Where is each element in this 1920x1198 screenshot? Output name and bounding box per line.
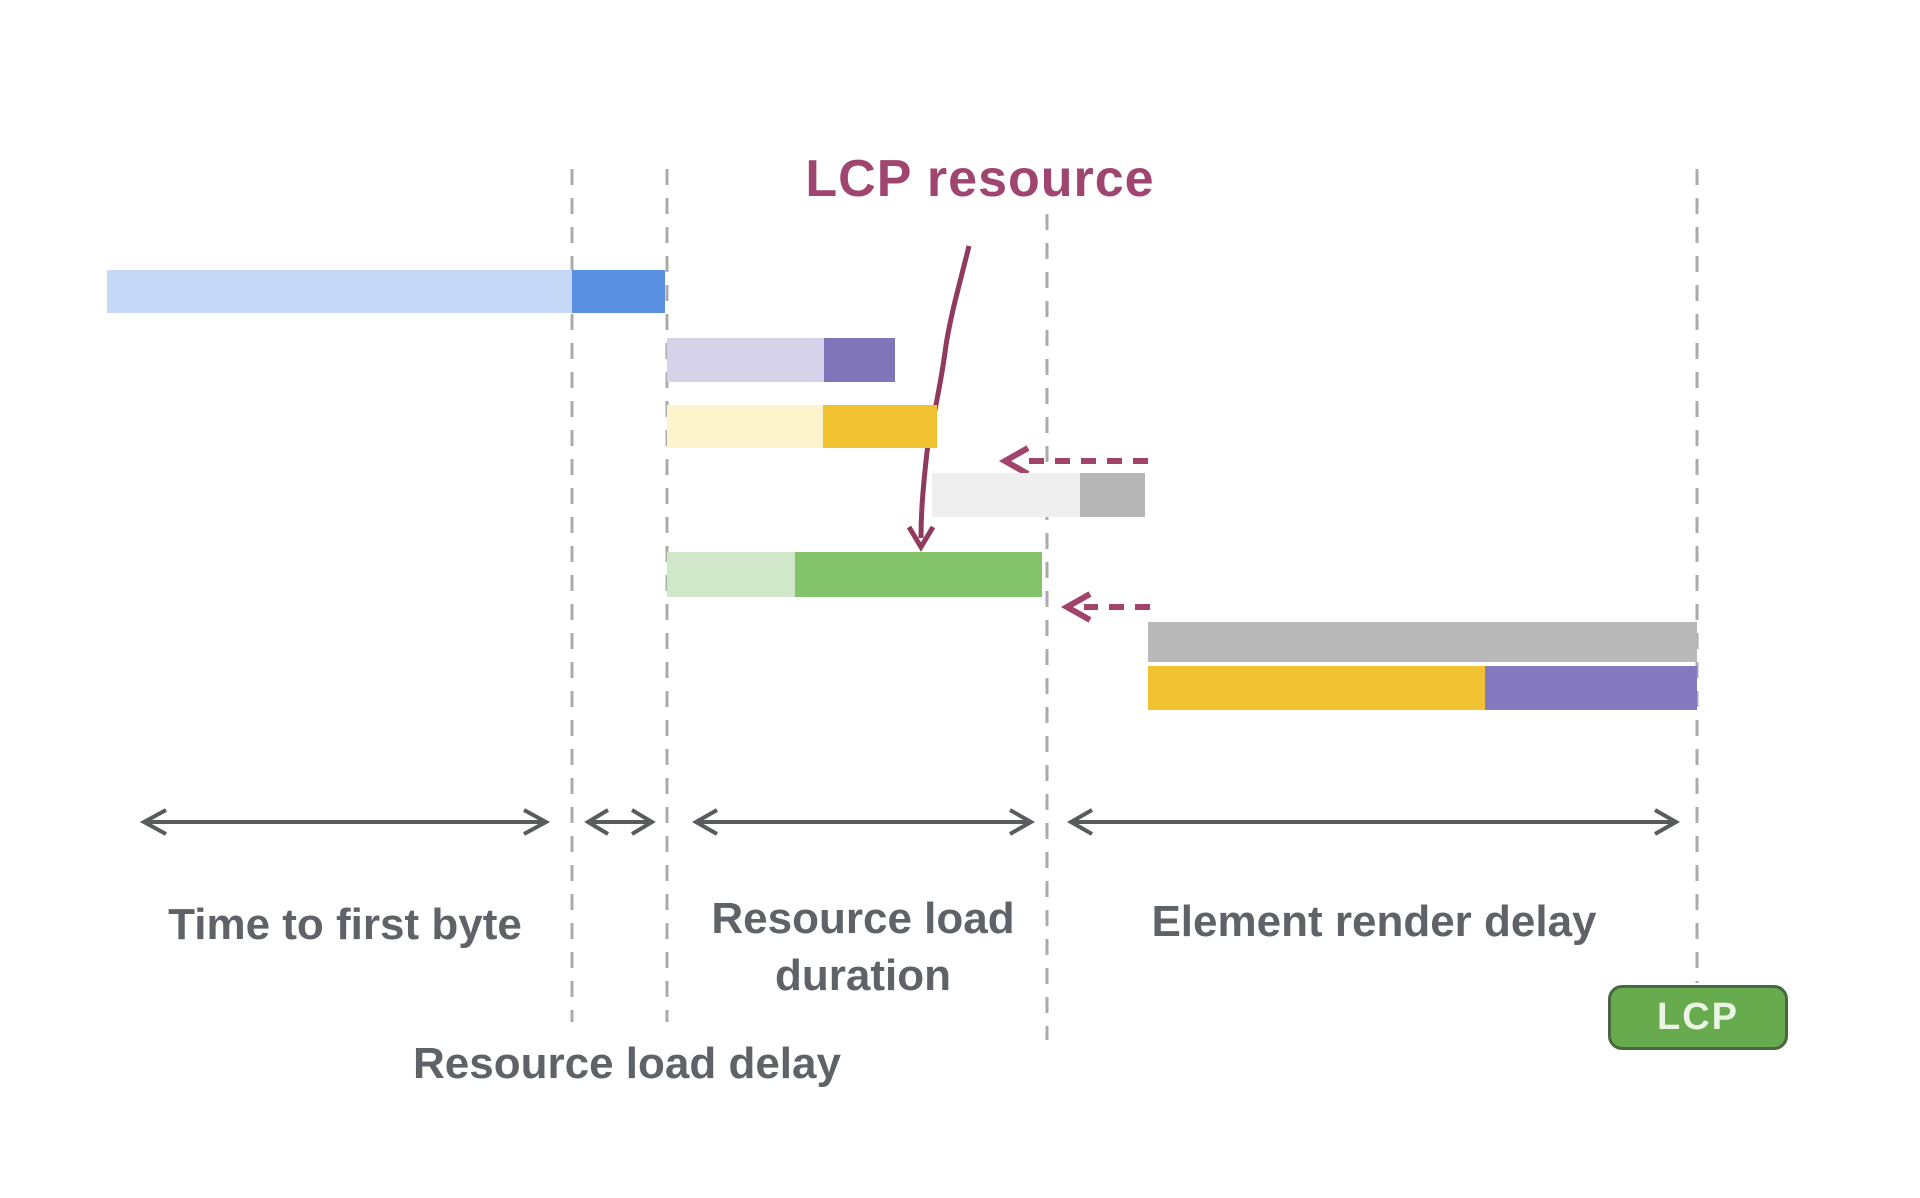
lcp-resource-bar-green-segment-1 xyxy=(667,552,795,597)
label-resource-load-delay: Resource load delay xyxy=(413,1039,841,1088)
lcp-badge: LCP xyxy=(1608,985,1788,1050)
lcp-resource-bar-green-segment-2 xyxy=(795,552,1042,597)
document-request-bar-segment-2 xyxy=(572,270,665,313)
render-task-bar-gray-segment-1 xyxy=(1148,622,1697,662)
render-task-bar-split-segment-2 xyxy=(1485,666,1697,710)
pull-back-arrow-bottom xyxy=(1060,591,1150,623)
label-time-to-first-byte: Time to first byte xyxy=(168,900,522,949)
ttfb-span-arrow xyxy=(139,808,551,836)
lcp-resource-title: LCP resource xyxy=(805,150,1155,208)
pull-back-arrow-top xyxy=(998,445,1148,477)
resource-bar-gray-segment-1 xyxy=(932,473,1080,517)
resource-bar-gray-segment-2 xyxy=(1080,473,1145,517)
load-duration-span-arrow xyxy=(691,808,1036,836)
render-task-bar-split-segment-1 xyxy=(1148,666,1485,710)
document-request-bar-segment-1 xyxy=(107,270,572,313)
resource-bar-yellow-segment-2 xyxy=(823,405,937,448)
resource-bar-yellow-segment-1 xyxy=(667,405,823,448)
resource-bar-purple-segment-2 xyxy=(824,338,895,382)
label-resource-load-duration: Resource load duration xyxy=(711,894,1015,1001)
resource-bar-purple-segment-1 xyxy=(667,338,824,382)
label-element-render-delay: Element render delay xyxy=(1151,897,1597,946)
load-delay-span-arrow xyxy=(584,808,656,836)
lcp-resource-pointer-arrow xyxy=(906,245,972,552)
render-delay-span-arrow xyxy=(1066,808,1681,836)
